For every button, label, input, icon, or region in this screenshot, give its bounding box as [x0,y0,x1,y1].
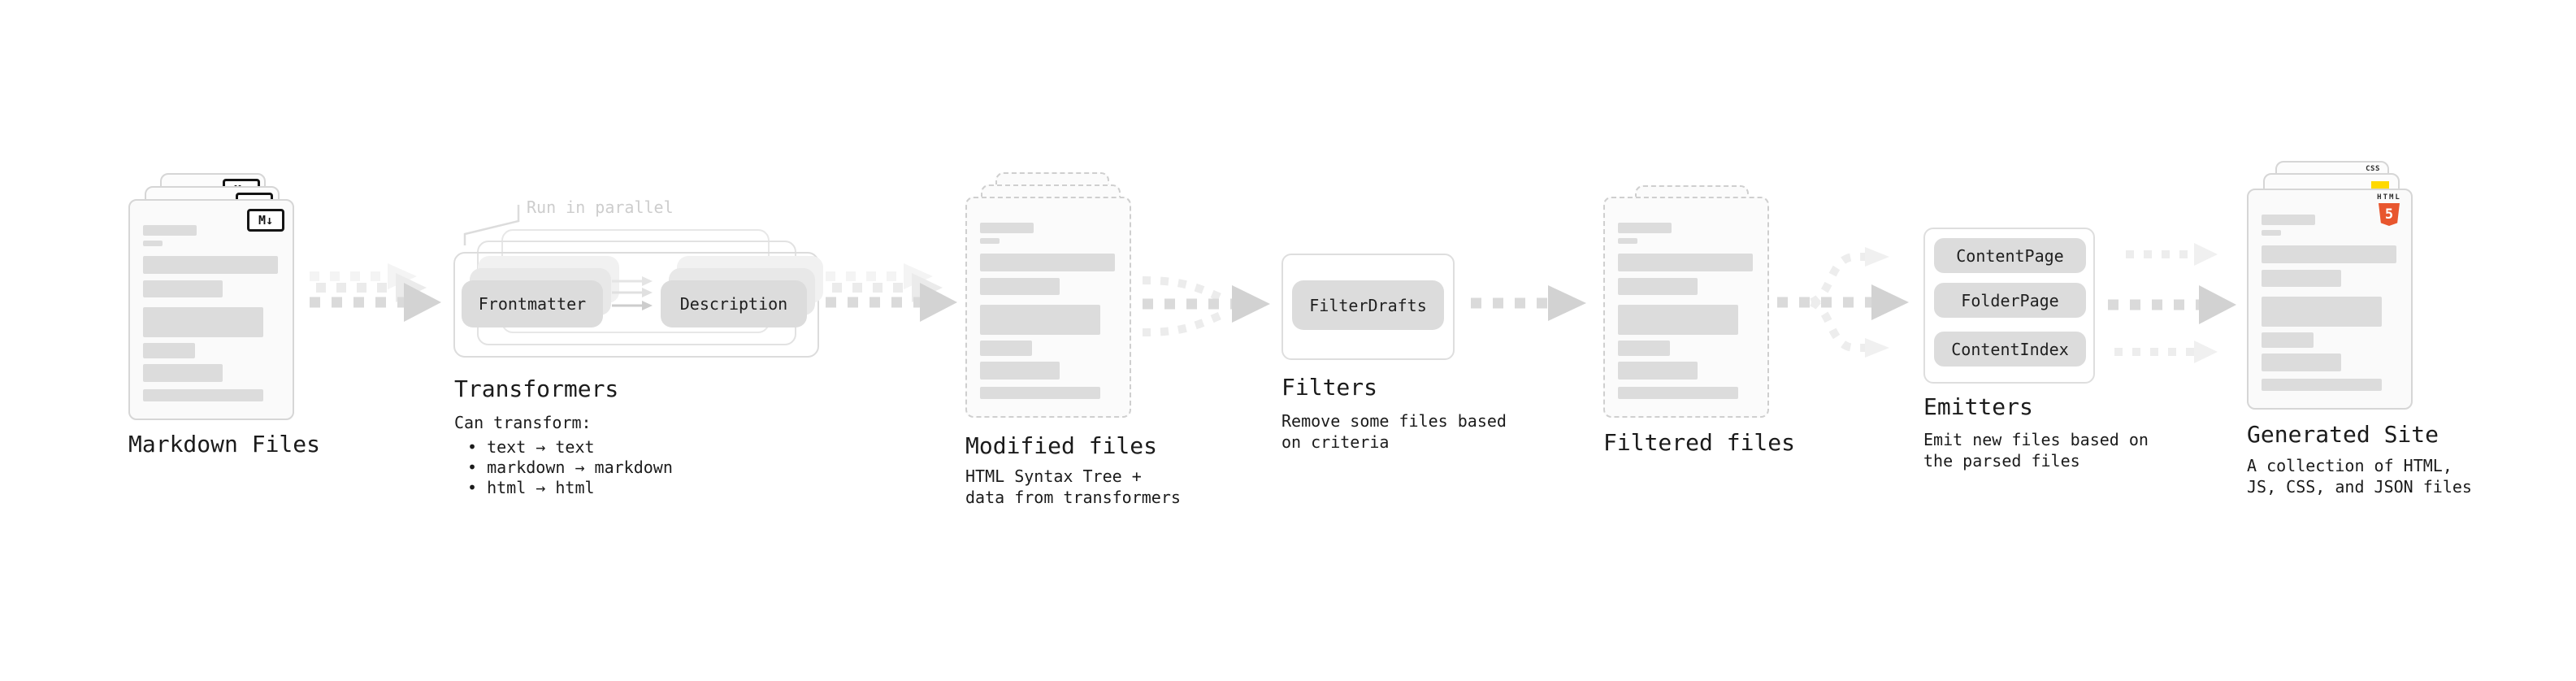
bullet-item: • markdown → markdown [467,458,673,477]
content-line [2262,230,2281,236]
content-line [143,225,197,236]
stage-label-emitters: Emitters [1923,393,2033,420]
bullet-item: • html → html [467,478,595,497]
filtered-file-card [1603,197,1769,418]
annotation-connector-line [463,205,520,245]
stage-label-transformers: Transformers [454,375,619,402]
content-line [143,256,278,274]
file-content-lines [2262,215,2396,391]
site-file-card-html: HTML 5 [2247,189,2413,410]
content-line [143,389,263,401]
content-line [2262,332,2314,348]
transformers-bullet-list: • text → text • markdown → markdown • ht… [467,437,673,498]
content-line [143,364,223,382]
content-line [2262,297,2382,327]
content-line [1618,223,1672,233]
modified-file-card [965,197,1131,418]
content-line [980,387,1100,399]
markdown-icon: M↓ [247,209,284,232]
content-line [143,280,223,297]
content-line [2262,354,2341,371]
content-line [980,305,1100,335]
folderpage-pill: FolderPage [1934,283,2086,318]
content-line [1618,362,1698,380]
content-line [2262,379,2382,391]
css-icon-label: CSS [2366,165,2380,173]
contentpage-pill: ContentPage [1934,238,2086,273]
content-line [1618,340,1670,356]
stage-label-filtered-files: Filtered files [1603,429,1796,456]
content-line [980,340,1032,356]
arrow-modified-to-filters-converge [1142,276,1270,336]
stage-label-modified-files: Modified files [965,432,1158,459]
content-line [143,241,163,246]
file-content-lines [980,223,1115,399]
content-line [2262,245,2396,263]
arrow-transformers-to-modified [826,263,957,322]
transformer-box-front [453,252,819,358]
arrows-emitters-to-site [2108,243,2236,363]
js-icon [2371,181,2389,190]
stage-label-markdown-files: Markdown Files [128,431,321,458]
content-line [2262,270,2341,287]
run-in-parallel-annotation: Run in parallel [527,197,674,217]
stage-label-generated-site: Generated Site [2247,421,2439,448]
html5-icon: HTML 5 [2373,194,2405,226]
content-line [1618,387,1738,399]
frontmatter-pill: Frontmatter [462,280,603,327]
filters-caption: Remove some files based on criteria [1281,411,1507,452]
content-line [980,238,1000,244]
arrow-markdown-to-transformers [310,263,441,322]
content-line [980,223,1034,233]
description-pill: Description [661,280,807,327]
content-line [1618,254,1753,271]
markdown-file-card: M↓ [128,199,294,420]
arrow-filtered-to-emitters-diverge [1777,247,1909,358]
stage-label-filters: Filters [1281,374,1378,401]
bullet-item: • text → text [467,437,595,457]
content-line [1618,278,1698,295]
emitters-caption: Emit new files based on the parsed files [1923,430,2149,471]
file-content-lines [1618,223,1753,399]
html5-icon-shield: 5 [2379,203,2400,226]
generated-site-caption: A collection of HTML, JS, CSS, and JSON … [2247,456,2472,497]
content-line [2262,215,2315,225]
content-line [980,278,1060,295]
content-line [1618,305,1738,335]
contentindex-pill: ContentIndex [1934,332,2086,367]
content-line [1618,238,1637,244]
html5-icon-word: HTML [2377,193,2401,202]
transform-arrows [612,276,653,310]
filterdrafts-pill: FilterDrafts [1292,280,1444,330]
transformers-caption-heading: Can transform: [454,413,592,432]
content-line [143,343,195,358]
file-content-lines [143,225,278,401]
content-line [143,307,263,337]
content-line [980,362,1060,380]
modified-files-caption: HTML Syntax Tree + data from transformer… [965,466,1181,507]
arrow-filters-to-filtered [1471,285,1586,321]
content-line [980,254,1115,271]
